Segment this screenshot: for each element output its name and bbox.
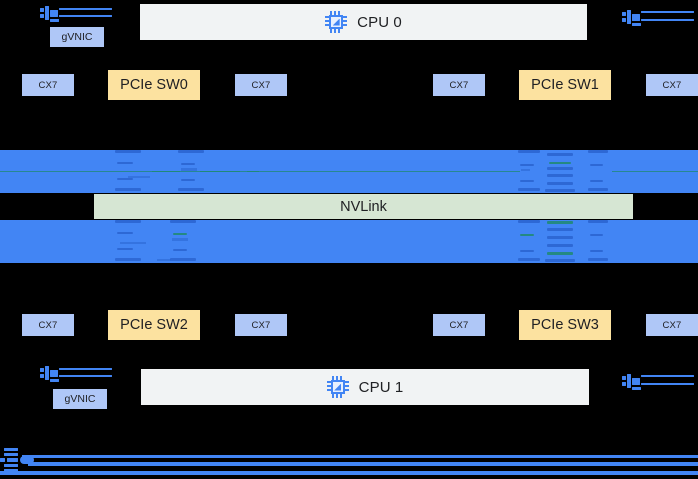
pcie-sw2-box[interactable]: PCIe SW2 xyxy=(108,310,200,340)
gpu-icon-lower-e xyxy=(588,220,618,263)
cx7-box-1[interactable]: CX7 xyxy=(235,74,287,96)
gvnic-box-bottom-left[interactable]: gVNIC xyxy=(53,389,107,409)
cpu-chip-icon-1 xyxy=(326,376,349,398)
pcie-sw1-box[interactable]: PCIe SW1 xyxy=(519,70,611,100)
cx7-label: CX7 xyxy=(38,319,58,331)
cx7-box-4[interactable]: CX7 xyxy=(22,314,74,336)
cpu-chip-icon-0 xyxy=(325,11,348,33)
cpu1-box[interactable]: CPU 1 xyxy=(141,369,589,405)
cx7-label: CX7 xyxy=(251,319,271,331)
cpu1-label: CPU 1 xyxy=(358,378,404,396)
cx7-label: CX7 xyxy=(38,79,58,91)
cx7-label: CX7 xyxy=(449,319,469,331)
gpu-icon-upper-e xyxy=(588,150,618,193)
network-card-icon-bottom-right xyxy=(622,374,694,390)
gpu-icon-lower-c xyxy=(518,220,552,263)
gvnic-label: gVNIC xyxy=(64,393,96,405)
pcie-sw0-label: PCIe SW0 xyxy=(120,77,188,93)
nvlink-bar[interactable]: NVLink xyxy=(94,194,633,219)
gpu-icon-upper-c xyxy=(518,150,552,193)
gpu-row-upper xyxy=(0,150,698,193)
gpu-row-lower xyxy=(0,220,698,263)
network-card-icon-bottom-left xyxy=(40,366,112,382)
cx7-label: CX7 xyxy=(449,79,469,91)
gpu-icon-upper-d xyxy=(545,150,583,193)
gpu-icon-lower-a xyxy=(115,220,157,263)
network-fabric-bar-top-rule xyxy=(22,455,698,458)
pcie-sw3-label: PCIe SW3 xyxy=(531,317,599,333)
cx7-box-2[interactable]: CX7 xyxy=(433,74,485,96)
cpu0-label: CPU 0 xyxy=(357,13,402,31)
gpu-icon-upper-b xyxy=(178,150,218,193)
gpu-icon-upper-a xyxy=(115,150,157,193)
cx7-box-7[interactable]: CX7 xyxy=(646,314,698,336)
cx7-box-3[interactable]: CX7 xyxy=(646,74,698,96)
cx7-box-0[interactable]: CX7 xyxy=(22,74,74,96)
cpu0-box[interactable]: CPU 0 xyxy=(140,4,587,40)
pcie-sw3-box[interactable]: PCIe SW3 xyxy=(519,310,611,340)
pcie-sw2-label: PCIe SW2 xyxy=(120,317,188,333)
network-switch-icon-bottom xyxy=(0,448,40,476)
network-card-icon-top-right xyxy=(622,10,694,26)
network-card-icon-top-left xyxy=(40,6,112,22)
gpu-icon-lower-b xyxy=(170,220,210,263)
cx7-box-6[interactable]: CX7 xyxy=(433,314,485,336)
network-fabric-bar[interactable] xyxy=(28,462,698,466)
gpu-icon-lower-d xyxy=(545,220,583,263)
nvlink-label: NVLink xyxy=(340,198,387,215)
cx7-label: CX7 xyxy=(251,79,271,91)
cx7-label: CX7 xyxy=(662,79,682,91)
gvnic-label: gVNIC xyxy=(61,31,93,43)
cx7-label: CX7 xyxy=(662,319,682,331)
pcie-sw1-label: PCIe SW1 xyxy=(531,77,599,93)
gvnic-box-top-left[interactable]: gVNIC xyxy=(50,27,104,47)
cx7-box-5[interactable]: CX7 xyxy=(235,314,287,336)
pcie-sw0-box[interactable]: PCIe SW0 xyxy=(108,70,200,100)
network-fabric-bar-bottom-rule xyxy=(0,471,698,475)
